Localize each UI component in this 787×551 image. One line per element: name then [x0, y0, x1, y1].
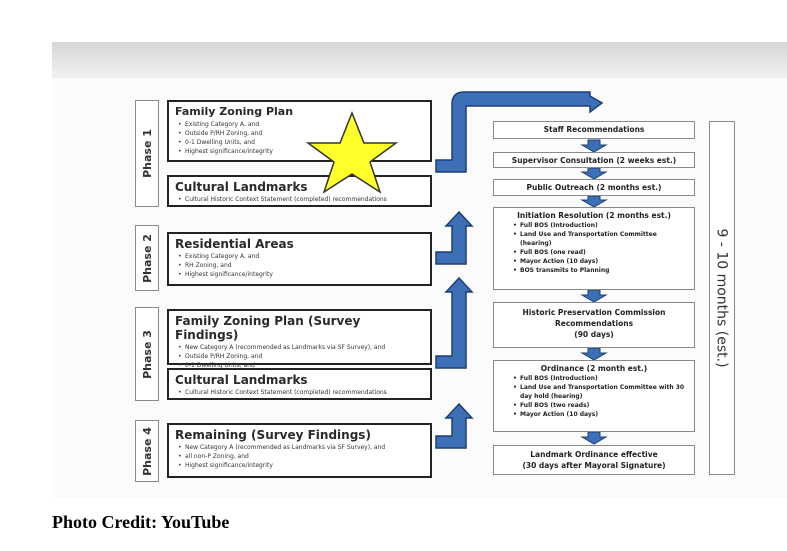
- initiation-resolution-box: Initiation Resolution (2 months est.) Fu…: [493, 207, 695, 290]
- box-title: Family Zoning Plan: [175, 105, 294, 118]
- phase-1-tab: Phase 1: [135, 100, 159, 207]
- residential-areas-box: Residential Areas Existing Category A, a…: [167, 232, 432, 286]
- box-item: Existing Category A, and: [178, 252, 424, 261]
- box-item: Cultural Historic Context Statement (com…: [178, 388, 424, 397]
- process-item: Full BOS (one read): [513, 248, 690, 257]
- box-title: Cultural Landmarks: [175, 373, 308, 387]
- photo-credit: Photo Credit: YouTube: [52, 512, 230, 532]
- box-item: Existing Category A, and: [178, 120, 424, 129]
- process-item: Mayor Action (10 days): [513, 410, 690, 419]
- box-title: Cultural Landmarks: [175, 180, 308, 194]
- cultural-landmarks-box-1: Cultural Landmarks Cultural Historic Con…: [167, 175, 432, 207]
- phase-3-tab: Phase 3: [135, 307, 159, 401]
- box-title: Remaining (Survey Findings): [175, 428, 371, 442]
- family-zoning-survey-box: Family Zoning Plan (Survey Findings) New…: [167, 309, 432, 370]
- hpc-line-2: Recommendations: [554, 319, 634, 328]
- supervisor-consultation-box: Supervisor Consultation (2 weeks est.): [493, 152, 695, 168]
- family-zoning-plan-box: Family Zoning Plan Existing Category A, …: [167, 100, 432, 162]
- slide-top-bar: [52, 42, 787, 78]
- box-title: Residential Areas: [175, 237, 294, 251]
- down-arrow: [580, 431, 608, 445]
- box-item: Highest significance/integrity: [178, 147, 424, 156]
- phase-3-arrow: [435, 276, 474, 369]
- timeline-box: 9 - 10 months (est.): [709, 121, 735, 475]
- effective-line-1: Landmark Ordinance effective: [530, 450, 658, 459]
- box-item: all non-P Zoning, and: [178, 452, 424, 461]
- down-arrow: [580, 195, 608, 208]
- box-title: Family Zoning Plan (Survey Findings): [175, 314, 361, 342]
- box-item: Highest significance/integrity: [178, 270, 424, 279]
- phase-2-arrow: [435, 210, 474, 265]
- box-item: 0-1 Dwelling Units, and: [178, 138, 424, 147]
- star-icon: [305, 110, 399, 194]
- box-item: RH Zoning, and: [178, 261, 424, 270]
- ordinance-title: Ordinance (2 month est.): [540, 364, 648, 373]
- process-item: Land Use and Transportation Committee (h…: [513, 230, 690, 248]
- hpc-box: Historic Preservation Commission Recomme…: [493, 302, 695, 348]
- remaining-survey-box: Remaining (Survey Findings) New Category…: [167, 423, 432, 478]
- box-item: Cultural Historic Context Statement (com…: [178, 195, 424, 204]
- hpc-line-1: Historic Preservation Commission: [522, 308, 666, 317]
- phase-4-tab: Phase 4: [135, 420, 159, 482]
- box-item: New Category A (recommended as Landmarks…: [178, 343, 424, 352]
- phase-2-tab: Phase 2: [135, 225, 159, 291]
- process-item: Full BOS (Introduction): [513, 374, 690, 383]
- process-item: Full BOS (Introduction): [513, 221, 690, 230]
- down-arrow: [580, 289, 608, 303]
- initiation-title: Initiation Resolution (2 months est.): [517, 211, 671, 220]
- box-item: Highest significance/integrity: [178, 461, 424, 470]
- supervisor-consultation-text: Supervisor Consultation (2 weeks est.): [511, 156, 677, 165]
- timeline-label: 9 - 10 months (est.): [714, 228, 731, 368]
- process-item: BOS transmits to Planning: [513, 266, 690, 275]
- public-outreach-text: Public Outreach (2 months est.): [526, 183, 662, 192]
- process-item: Land Use and Transportation Committee wi…: [513, 383, 690, 401]
- box-item: 0-1 Dwelling Units, and: [178, 361, 424, 370]
- box-item: Outside P/RH Zoning, and: [178, 129, 424, 138]
- hpc-line-3: (90 days): [574, 330, 614, 339]
- down-arrow: [580, 167, 608, 180]
- public-outreach-box: Public Outreach (2 months est.): [493, 179, 695, 196]
- box-item: New Category A (recommended as Landmarks…: [178, 443, 424, 452]
- staff-recommendations-text: Staff Recommendations: [543, 125, 645, 134]
- staff-recommendations-box: Staff Recommendations: [493, 121, 695, 139]
- box-item: Outside P/RH Zoning, and: [178, 352, 424, 361]
- cultural-landmarks-box-2: Cultural Landmarks Cultural Historic Con…: [167, 368, 432, 400]
- effective-line-2: (30 days after Mayoral Signature): [522, 461, 666, 470]
- down-arrow: [580, 347, 608, 361]
- process-item: Mayor Action (10 days): [513, 257, 690, 266]
- ordinance-box: Ordinance (2 month est.) Full BOS (Intro…: [493, 360, 695, 432]
- phase-1-arrow: [435, 91, 604, 173]
- landmark-ordinance-box: Landmark Ordinance effective (30 days af…: [493, 445, 695, 475]
- phase-4-arrow: [435, 402, 474, 449]
- process-item: Full BOS (two reads): [513, 401, 690, 410]
- down-arrow: [580, 139, 608, 153]
